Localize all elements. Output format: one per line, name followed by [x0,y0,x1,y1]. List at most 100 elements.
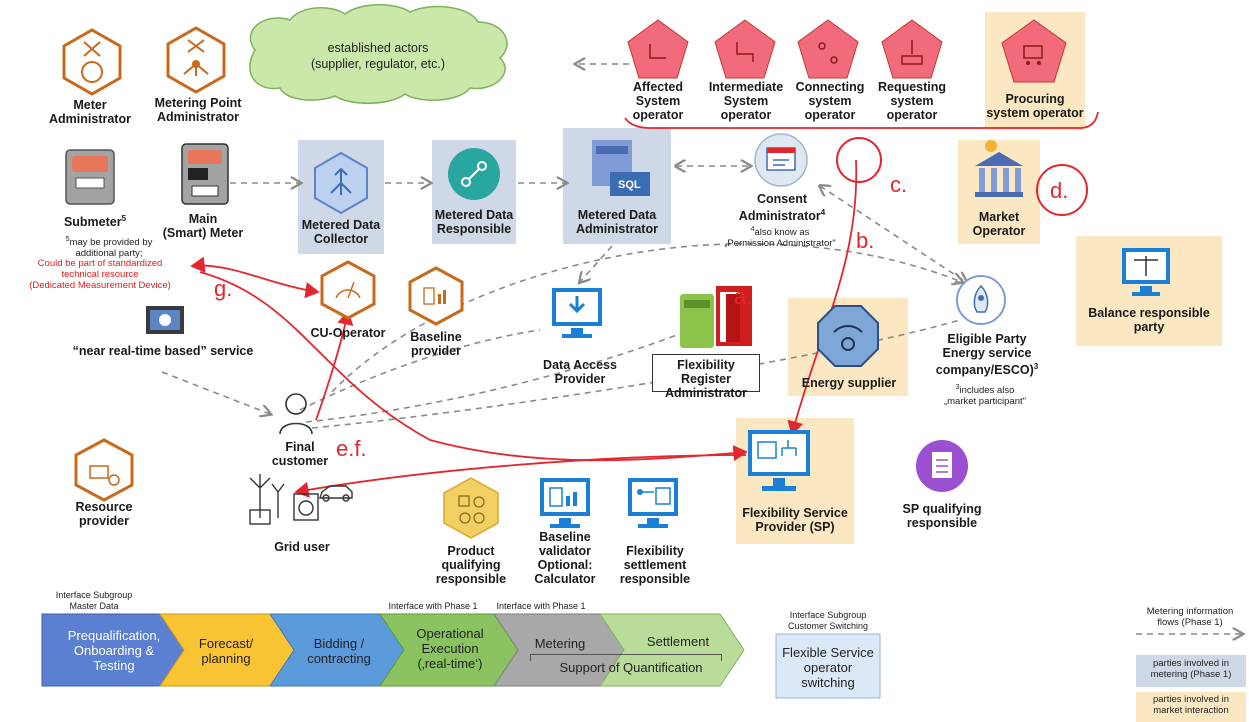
svg-text:SQL: SQL [618,179,641,191]
cloud-line1: established actors [327,41,429,55]
pentagon-intermediate-icon [714,19,776,79]
requesting-so-label: Requesting system operator [877,80,947,122]
balance-party-label: Balance responsible party [1088,306,1210,334]
energy-supplier-icon [817,305,879,367]
intermediate-so-label: Intermediate System operator [708,80,784,122]
marker-d-circle [1036,164,1088,216]
submeter-note: 5may be provided by additional party; [38,234,180,259]
consent-admin-line1: Consent [757,192,807,206]
main-meter-label: Main (Smart) Meter [148,212,258,240]
mda-icon: SQL [592,140,650,196]
eligible-party-icon [956,275,1006,325]
marker-c-circle [836,137,882,183]
final-customer-icon [279,393,313,435]
marker-ef: e.f. [336,436,367,461]
fra-label-box: Flexibility Register Administrator [652,354,760,400]
mdc-icon [314,151,368,215]
marker-b: b. [856,228,875,253]
flex-register-icon [680,286,752,348]
step-bidding: Bidding / contracting [307,636,371,666]
mdr-label: Metered Data Responsible [434,208,514,236]
baseline-validator-label: Baseline validator Optional: Calculator [534,530,596,586]
hex-baseline-provider-icon [408,266,464,326]
marker-c: c. [890,172,908,197]
cloud-shape [249,4,508,104]
eligible-note: 3includes also „market participant" [920,382,1050,407]
consent-note-text: also know as „Permission Administrator" [724,227,836,250]
eligible-note-text: includes also „market participant" [943,385,1027,408]
pentagon-procuring-icon [1001,19,1067,83]
dap-icon [552,288,602,338]
submeter-sup: 5 [121,214,127,223]
submeter-icon [65,149,115,205]
red-flows [190,111,1099,498]
marker-d: d. [1050,178,1069,203]
market-operator-label: Market Operator [972,210,1026,238]
step-operational: Operational Execution (‚real-time‘) [416,626,484,671]
legend-flows: Metering information flows (Phase 1) [1146,606,1234,628]
meter-admin-label: Meter Administrator [49,98,131,126]
eligible-note-sup: 3 [955,384,960,391]
hex-cu-operator-icon [320,260,376,320]
sp-qualifying-icon [916,440,968,492]
sp-qualifying-label: SP qualifying responsible [902,502,982,530]
nrt-service-label: “near real-time based” service [72,344,254,358]
submeter-note-text: may be provided by additional party; [69,237,153,260]
final-customer-label: Final customer [271,440,329,468]
fsp-icon [748,430,810,491]
connecting-so-label: Connecting system operator [795,80,865,122]
consent-admin-line2: Administrator4 [738,208,826,224]
step-forecast: Forecast/ planning [198,636,254,666]
legend-metering: parties involved in metering (Phase 1) [1150,658,1232,680]
submeter-label: Submeter5 [50,212,140,229]
switching-text: Flexible Service operator switching [782,645,874,690]
cloud-line2: (supplier, regulator, etc.) [310,57,446,71]
pqr-label: Product qualifying responsible [435,544,507,586]
consent-admin-sup: 4 [820,208,826,217]
mpa-label: Metering Point Administrator [154,96,242,124]
switching-box [775,633,881,699]
hex-mpa-icon [166,26,226,94]
consent-admin-icon [754,133,808,187]
chevron-settlement [599,613,745,687]
market-operator-icon [975,140,1023,197]
energy-supplier-label: Energy supplier [801,376,897,390]
flex-settlement-icon [628,478,678,528]
fra-label: Flexibility Register Administrator [665,358,747,400]
marker-a: a. [734,284,753,309]
grid-user-icon [249,474,353,525]
process-chevrons [41,613,745,687]
consent-admin-label: Consent Administrator4 [722,192,842,223]
eligible-party-label: Eligible Party Energy service company/ES… [922,332,1052,377]
support-quantification: Support of Quantification [559,660,703,675]
step-metering: Metering [534,636,586,651]
dap-label: Data Access Provider [543,358,617,386]
balance-party-icon [1122,248,1170,296]
submeter-note-red: Could be part of standardized technical … [29,258,171,291]
marker-g: g. [214,276,233,301]
resource-provider-label: Resource provider [75,500,133,528]
cu-operator-label: CU-Operator [310,326,386,340]
eligible-party-sup: 3 [1033,362,1039,371]
hex-resource-provider-icon [74,438,134,502]
label-master: Interface Subgroup Master Data [55,590,133,611]
label-switching: Interface Subgroup Customer Switching [787,610,869,631]
pentagon-affected-icon [627,19,689,79]
label-phase1a: Interface with Phase 1 [388,601,478,611]
step-prequal: Prequalification, Onboarding & Testing [67,628,161,673]
consent-note-sup: 4 [750,226,755,233]
main-meter-line2: (Smart) Meter [162,226,244,240]
submeter-note-sup: 5 [65,236,70,243]
baseline-validator-icon [540,478,590,528]
baseline-provider-label: Baseline provider [410,330,462,358]
main-meter-line1: Main [188,212,218,226]
mdr-icon [448,148,500,200]
consent-note: 4also know as „Permission Administrator" [700,224,860,249]
legend-metering-box [1136,655,1246,687]
grid-user-label: Grid user [274,540,330,554]
submeter-text: Submeter [63,215,122,230]
main-meter-icon [181,143,229,205]
mdc-label: Metered Data Collector [301,218,381,246]
hex-meter-admin-icon [62,28,122,96]
affected-so-label: Affected System operator [632,80,684,122]
